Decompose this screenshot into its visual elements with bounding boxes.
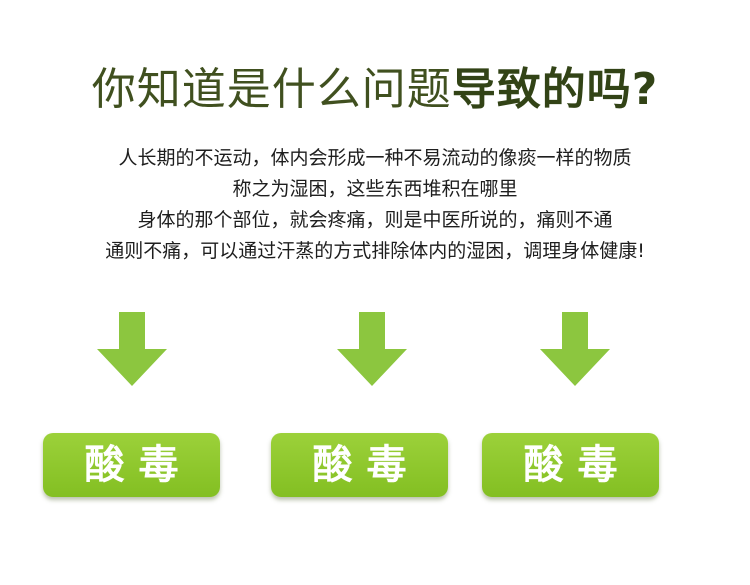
headline-light: 你知道是什么问题 [91,64,452,115]
down-arrow-icon [337,312,407,386]
body-line: 身体的那个部位，就会疼痛，则是中医所说的，痛则不通 [137,209,613,231]
acid-toxin-badge: 酸毒 [271,433,448,497]
body-paragraph: 人长期的不运动，体内会形成一种不易流动的像痰一样的物质 称之为湿困，这些东西堆积… [0,143,750,267]
down-arrow-icon [97,312,167,386]
headline-bold: 导致的吗? [451,64,659,115]
acid-toxin-badge: 酸毒 [482,433,659,497]
body-line: 称之为湿困，这些东西堆积在哪里 [232,178,518,200]
acid-toxin-badge: 酸毒 [43,433,220,497]
down-arrow-icon [540,312,610,386]
body-line: 通则不痛，可以通过汗蒸的方式排除体内的湿困，调理身体健康! [105,240,645,262]
headline: 你知道是什么问题导致的吗? [0,60,750,120]
body-line: 人长期的不运动，体内会形成一种不易流动的像痰一样的物质 [118,147,632,169]
